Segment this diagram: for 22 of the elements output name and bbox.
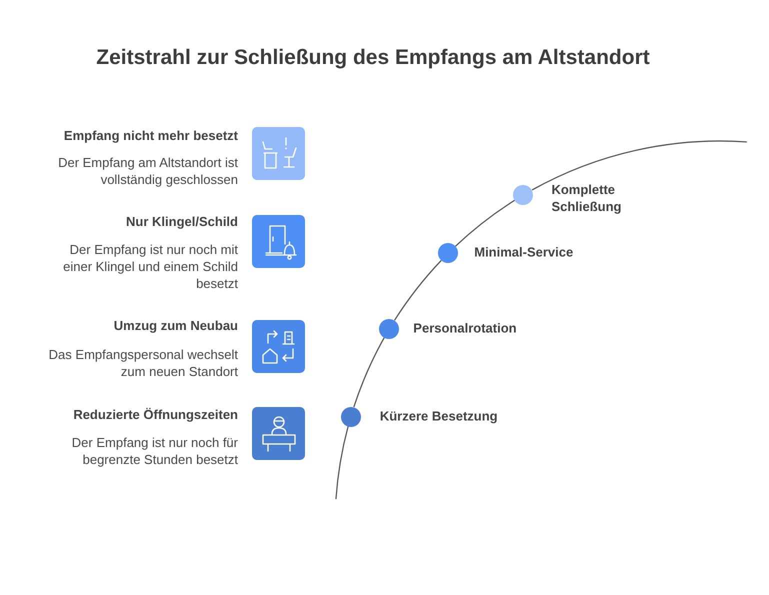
step-heading: Nur Klingel/Schild [126,214,238,230]
step-description: Das Empfangspersonal wechselt zum neuen Standort [48,346,238,380]
step-description: Der Empfang ist nur noch mit einer Klingel und einem Schild besetzt [62,240,238,292]
timeline-dot [340,406,361,427]
timeline-dot [438,243,458,264]
step-label: Personalrotation [413,319,517,336]
timeline-dot [379,318,400,339]
step-description: Der Empfang ist nur noch für begrenzte Stunden besetzt [70,434,238,468]
timeline-line [394,260,442,321]
step-label: Minimal-Service [474,244,574,261]
step-heading: Empfang nicht mehr besetzt [64,128,238,144]
timeline-dot [513,184,534,205]
step-description: Der Empfang am Altstandort ist vollständig geschlossen [57,154,238,188]
timeline-line [353,337,385,408]
step-heading: Umzug zum Neubau [114,318,238,334]
step-label: Komplette Schließung [551,180,622,215]
step-label: Kürzere Besetzung [380,407,498,424]
step-heading: Reduzierte Öffnungszeiten [73,407,238,423]
timeline-line [532,140,747,190]
timeline-line [335,426,349,500]
title: Zeitstrahl zur Schließung des Empfangs am Altstandort [96,45,650,71]
timeline-line [455,200,516,247]
